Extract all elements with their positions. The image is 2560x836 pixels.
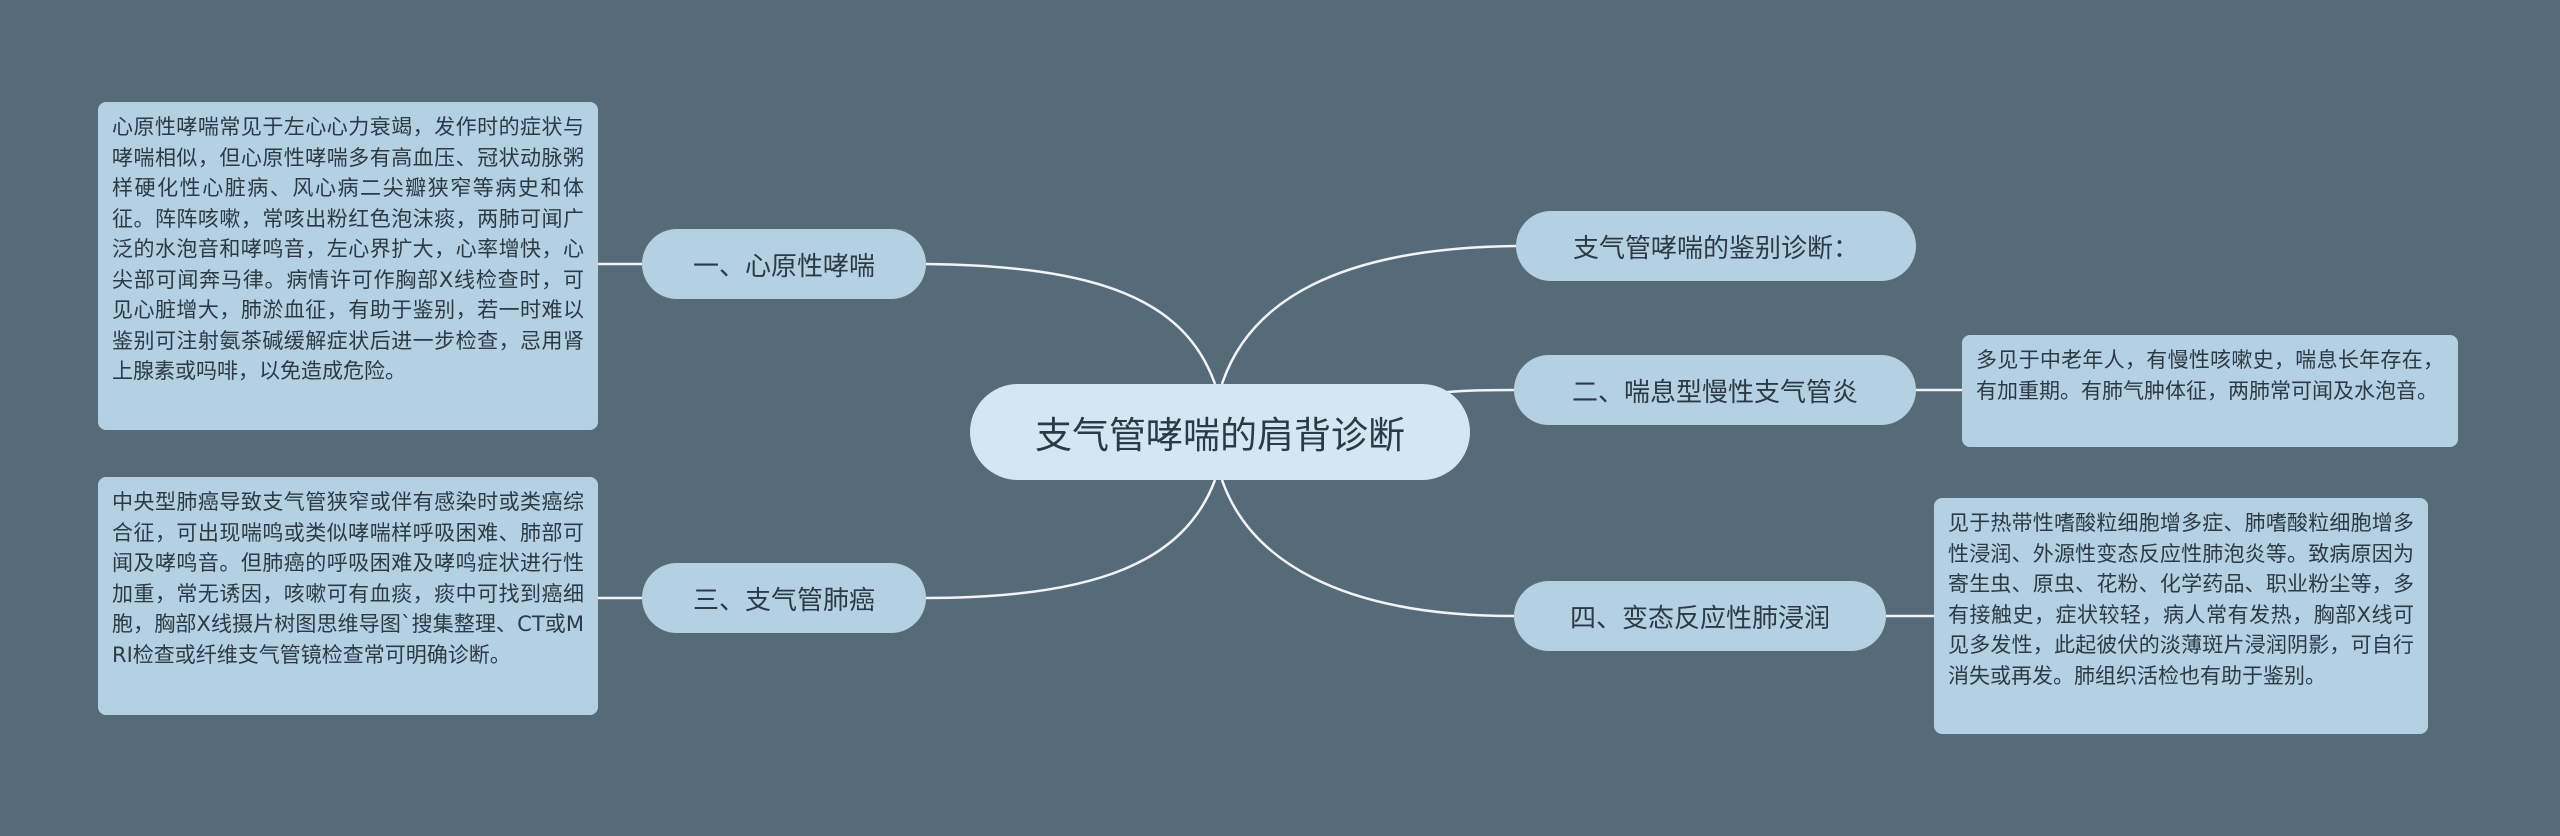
- branch-allergic-infiltration[interactable]: 四、变态反应性肺浸润: [1514, 581, 1886, 651]
- note-asthmatic-bronchitis[interactable]: 多见于中老年人，有慢性咳嗽史，喘息长年存在，有加重期。有肺气肿体征，两肺常可闻及…: [1962, 335, 2458, 447]
- connector-root-cancer: [925, 479, 1217, 600]
- branch-intro-label: 支气管哮喘的鉴别诊断：: [1572, 233, 1859, 264]
- branch-lung-cancer[interactable]: 三、支气管肺癌: [642, 563, 926, 633]
- connector-root-intro: [1220, 244, 1517, 385]
- connector-root-allergic: [1220, 479, 1515, 618]
- branch-intro[interactable]: 支气管哮喘的鉴别诊断：: [1516, 211, 1916, 281]
- connector-root-cardiac: [925, 262, 1217, 385]
- branch-asthmatic-bronchitis-label: 二、喘息型慢性支气管炎: [1571, 377, 1858, 408]
- branch-allergic-infiltration-label: 四、变态反应性肺浸润: [1569, 603, 1830, 634]
- central-topic[interactable]: 支气管哮喘的肩背诊断: [970, 384, 1470, 480]
- note-lung-cancer[interactable]: 中央型肺癌导致支气管狭窄或伴有感染时或类癌综合征，可出现喘鸣或类似哮喘样呼吸困难…: [98, 477, 598, 715]
- branch-lung-cancer-label: 三、支气管肺癌: [692, 585, 875, 616]
- note-cardiac-asthma[interactable]: 心原性哮喘常见于左心心力衰竭，发作时的症状与哮喘相似，但心原性哮喘多有高血压、冠…: [98, 102, 598, 430]
- central-topic-label: 支气管哮喘的肩背诊断: [1035, 414, 1405, 457]
- branch-cardiac-asthma-label: 一、心原性哮喘: [692, 251, 875, 282]
- branch-asthmatic-bronchitis[interactable]: 二、喘息型慢性支气管炎: [1514, 355, 1916, 425]
- branch-cardiac-asthma[interactable]: 一、心原性哮喘: [642, 229, 926, 299]
- note-allergic-infiltration[interactable]: 见于热带性嗜酸粒细胞增多症、肺嗜酸粒细胞增多性浸润、外源性变态反应性肺泡炎等。致…: [1934, 498, 2428, 734]
